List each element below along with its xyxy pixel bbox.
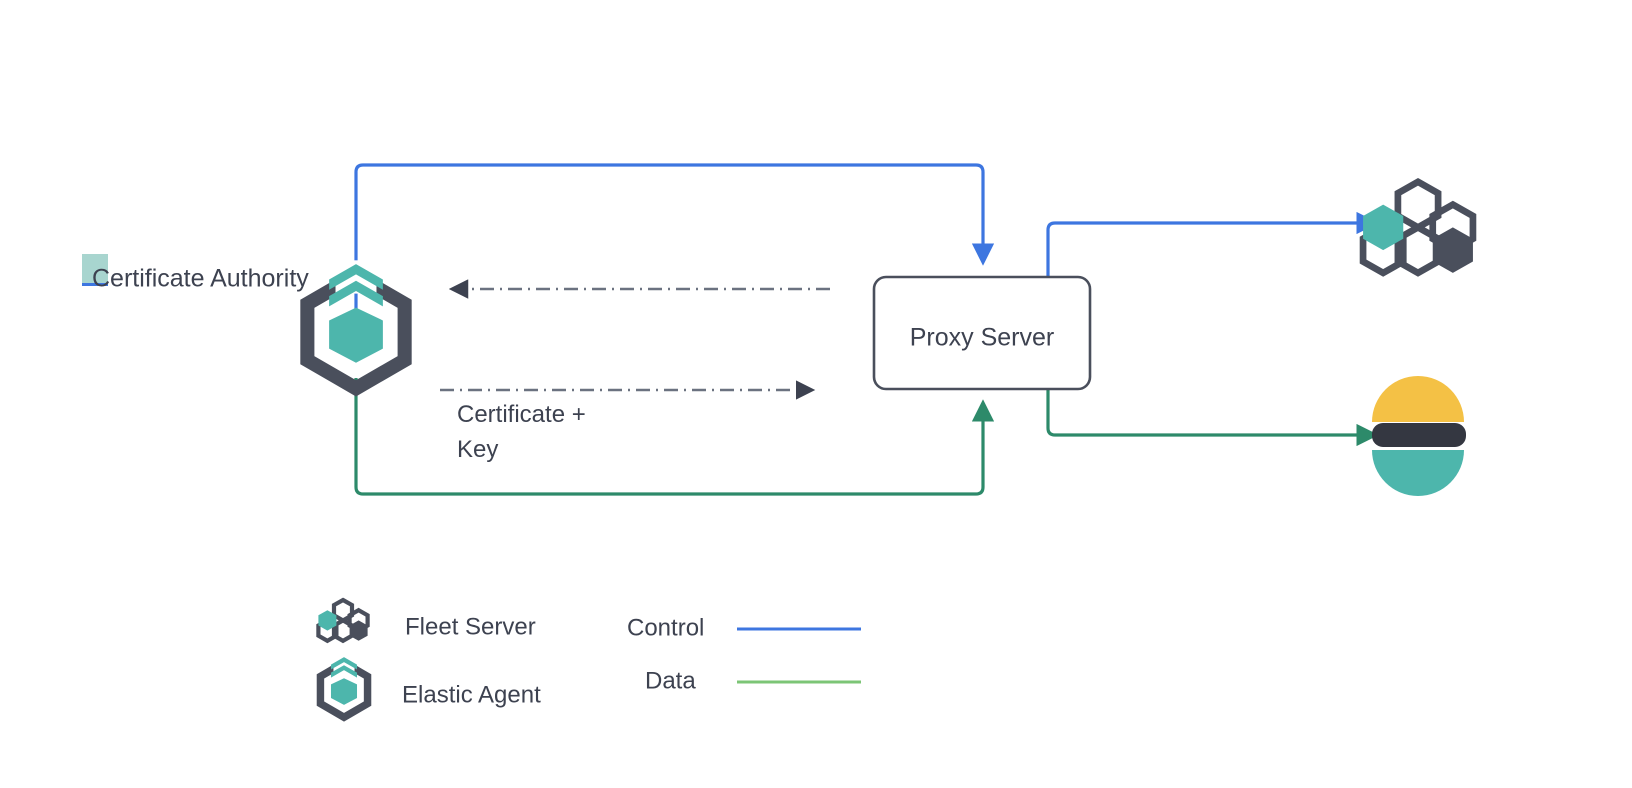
legend-elastic-agent-icon	[316, 654, 372, 722]
certificate-authority-text-highlight	[82, 254, 108, 286]
proxy-server-box[interactable]	[872, 275, 1092, 391]
fleet-server-icon[interactable]	[1359, 177, 1477, 277]
edge-proxy-to-elasticsearch-data	[1046, 389, 1379, 447]
proxy-server-label: Proxy Server	[910, 324, 1054, 352]
legend-fleet-server-icon	[316, 597, 370, 644]
certificate-key-label-line1: Certificate +	[457, 401, 586, 428]
legend-control-label: Control	[627, 614, 704, 641]
edge-agent-to-proxy-data	[354, 378, 995, 496]
elastic-agent-icon[interactable]	[300, 260, 412, 397]
certificate-key-label-line2: Key	[457, 436, 498, 463]
edge-proxy-to-fleet-control	[1046, 211, 1379, 277]
certificate-authority-text-cursor	[82, 283, 108, 286]
legend-data-label: Data	[645, 667, 696, 694]
certificate-authority-label: Certificate Authority	[92, 265, 309, 293]
elasticsearch-icon[interactable]	[1372, 376, 1466, 496]
legend-elastic-agent-label: Elastic Agent	[402, 681, 541, 708]
legend-fleet-server-label: Fleet Server	[405, 613, 536, 640]
edge-agent-to-proxy-control	[354, 163, 995, 330]
